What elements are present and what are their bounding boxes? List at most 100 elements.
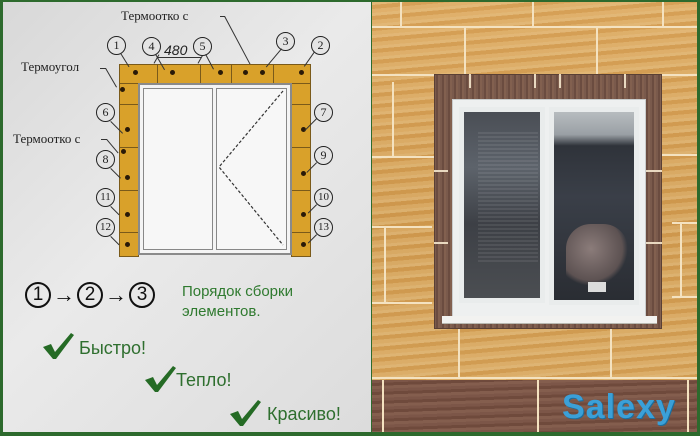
callout-9: 9: [314, 146, 333, 165]
step-circle: 3: [129, 282, 155, 308]
watermark-logo: Salexy: [562, 388, 676, 426]
marker-dot: [120, 87, 125, 92]
window-sill: [442, 316, 657, 324]
masonry-joint: [596, 26, 598, 76]
masonry-joint: [400, 2, 402, 28]
masonry-joint: [372, 377, 697, 379]
label-corner: Термоугол: [21, 59, 80, 74]
benefit-fast: Быстро!: [79, 338, 147, 358]
arrow-right-icon: →: [105, 282, 127, 307]
masonry-joint: [687, 380, 689, 432]
marker-dot: [170, 70, 175, 75]
callout-4: 4: [142, 37, 161, 56]
leader-line: [100, 68, 106, 69]
tile-5: [200, 64, 232, 84]
step-circle: 1: [25, 282, 51, 308]
callout-8: 8: [96, 150, 115, 169]
callout-13: 13: [314, 218, 333, 237]
marker-dot: [125, 127, 130, 132]
leader-line: [220, 16, 225, 17]
arrow-right-icon: →: [53, 282, 75, 307]
masonry-joint: [372, 156, 442, 158]
callout-2: 2: [311, 36, 330, 55]
surround-joint: [646, 170, 662, 172]
diagram-panel: Термоотко с Термоугол Термоотко с 480 1 …: [3, 2, 371, 432]
callout-11: 11: [96, 188, 115, 207]
masonry-joint: [372, 226, 432, 228]
caption-line-1: Порядок сборки: [182, 283, 293, 300]
plinth-cladding: [372, 380, 697, 432]
curtain: [478, 132, 538, 262]
callout-12: 12: [96, 218, 115, 237]
window-sash-right: [216, 88, 287, 250]
masonry-joint: [680, 222, 682, 296]
surround-joint: [624, 74, 626, 88]
tile-2: [273, 64, 311, 84]
callout-3: 3: [276, 32, 295, 51]
marker-dot: [125, 175, 130, 180]
tile-3: [231, 64, 274, 84]
checkmark-icon: [145, 366, 176, 392]
opening-indicator-icon: [218, 90, 284, 246]
marker-dot: [243, 70, 248, 75]
marker-dot: [301, 171, 306, 176]
masonry-joint: [392, 82, 394, 157]
masonry-joint: [672, 222, 697, 224]
callout-5: 5: [193, 37, 212, 56]
marker-dot: [218, 70, 223, 75]
leader-line: [101, 139, 107, 140]
surround-joint: [559, 74, 561, 88]
assembly-sequence: 1 → 2 → 3: [25, 282, 155, 308]
surround-joint: [469, 74, 471, 88]
marker-dot: [301, 127, 306, 132]
masonry-joint: [537, 380, 539, 432]
surround-joint: [534, 74, 536, 88]
pvc-window: [452, 99, 646, 319]
callout-1: 1: [107, 36, 126, 55]
marker-dot: [301, 212, 306, 217]
callout-6: 6: [96, 103, 115, 122]
masonry-joint: [610, 327, 612, 377]
label-side-reveal: Термоотко с: [13, 131, 81, 146]
masonry-joint: [532, 2, 534, 28]
masonry-joint: [384, 226, 386, 302]
leader-line: [224, 16, 253, 68]
masonry-joint: [458, 327, 460, 377]
callout-10: 10: [314, 188, 333, 207]
masonry-joint: [372, 26, 697, 28]
checkmark-icon: [230, 400, 261, 426]
step-circle: 2: [77, 282, 103, 308]
masonry-joint: [464, 26, 466, 76]
marker-dot: [260, 70, 265, 75]
leader-line: [105, 68, 117, 88]
tile-1: [119, 64, 158, 84]
masonry-joint: [662, 154, 697, 156]
surround-joint: [434, 170, 448, 172]
sequence-caption: Порядок сборки элементов.: [182, 282, 293, 322]
window-sash-left: [143, 88, 213, 250]
masonry-joint: [372, 302, 432, 304]
marker-dot: [301, 242, 306, 247]
photo-panel: Salexy: [372, 2, 697, 432]
dimension-value: 480: [164, 42, 188, 58]
flower-pot: [588, 282, 606, 292]
masonry-joint: [672, 296, 697, 298]
dimension-line: [157, 57, 201, 58]
tile-6: [119, 104, 139, 148]
masonry-joint: [382, 380, 384, 432]
tile-corner-right: [291, 83, 311, 105]
flower-pot-plants: [566, 224, 628, 286]
marker-dot: [125, 242, 130, 247]
marker-dot: [299, 70, 304, 75]
masonry-joint: [662, 2, 664, 28]
callout-7: 7: [314, 103, 333, 122]
window-frame: [138, 83, 292, 255]
surround-joint: [646, 242, 662, 244]
window-pane-right: [549, 107, 639, 305]
surround-joint: [434, 242, 448, 244]
caption-line-2: элементов.: [182, 303, 261, 320]
benefit-warm: Тепло!: [176, 370, 232, 390]
marker-dot: [125, 212, 130, 217]
window-pane-left: [459, 107, 545, 303]
